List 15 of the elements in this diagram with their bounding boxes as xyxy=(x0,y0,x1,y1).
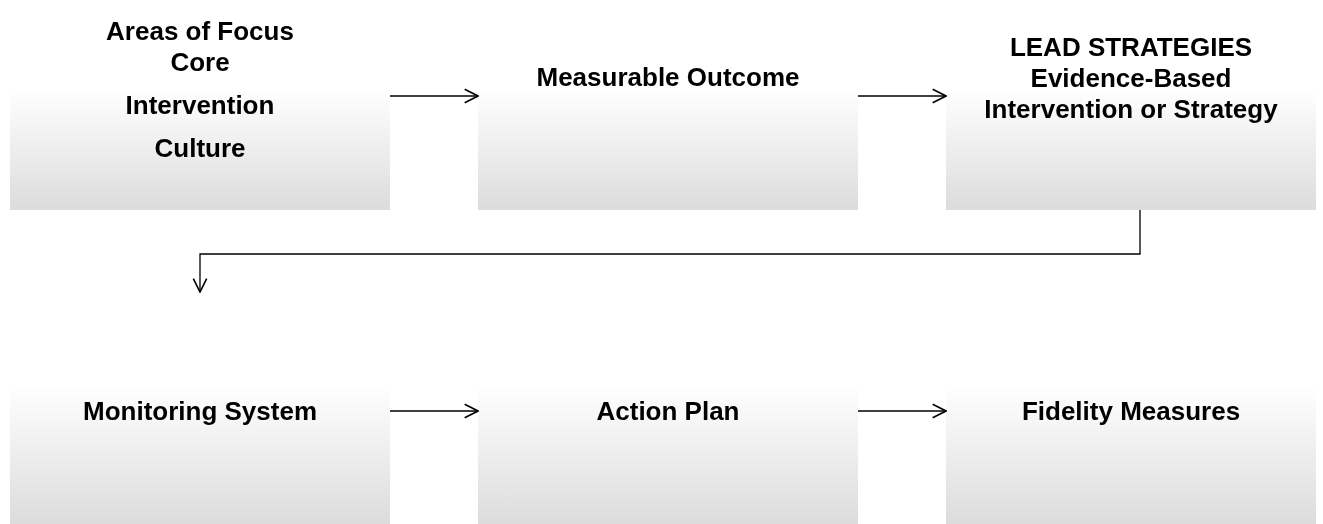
box-text: Measurable Outcome xyxy=(535,62,801,93)
box-text: Core xyxy=(169,47,231,78)
box-text: Monitoring System xyxy=(82,396,318,427)
box-text: Areas of Focus xyxy=(105,16,295,47)
box-text: LEAD STRATEGIES xyxy=(1008,32,1254,63)
arrow xyxy=(389,88,479,104)
box-text: Evidence-Based Intervention or Strategy xyxy=(983,63,1279,125)
arrow xyxy=(389,403,479,419)
arrow xyxy=(192,209,1141,293)
box-text: Action Plan xyxy=(595,396,741,427)
arrow xyxy=(857,403,947,419)
arrow xyxy=(857,88,947,104)
box-text: Culture xyxy=(153,133,247,164)
box-text: Fidelity Measures xyxy=(1020,396,1242,427)
box-text: Intervention xyxy=(124,90,276,121)
